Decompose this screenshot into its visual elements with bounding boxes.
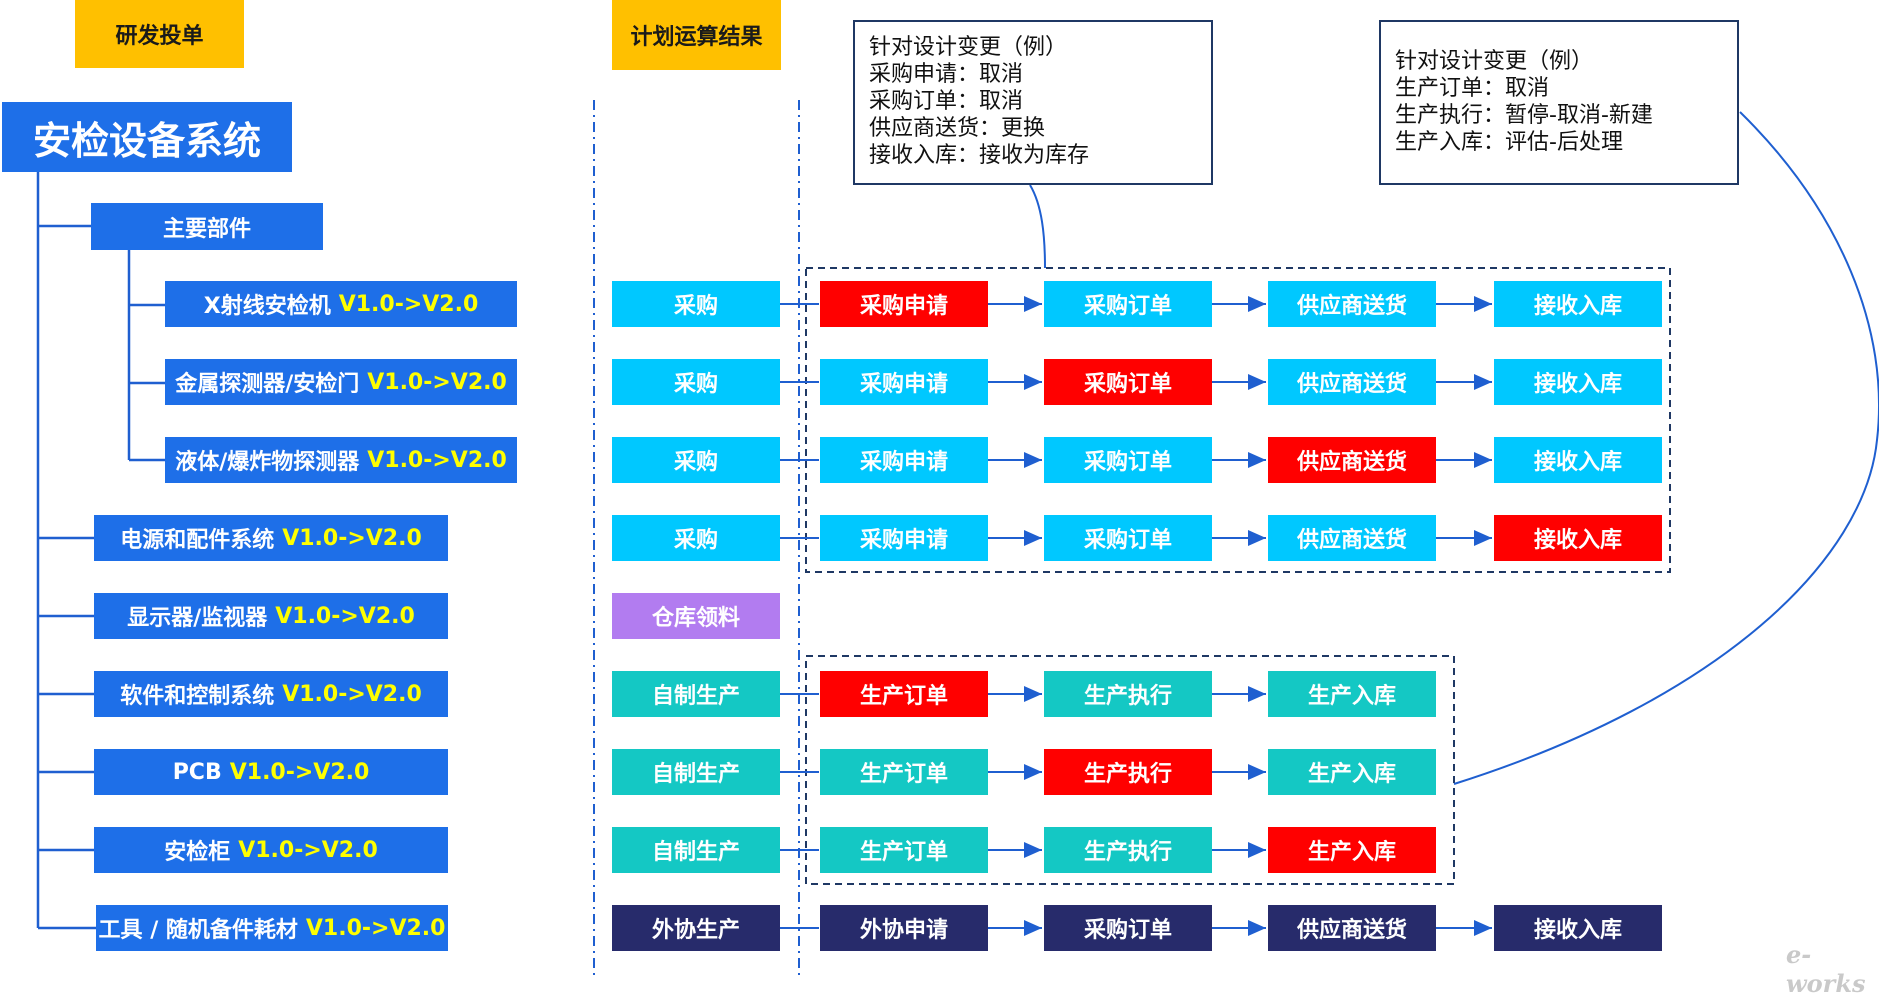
part-version: V1.0->V2.0 [338,291,479,317]
note-line: 针对设计变更（例） [869,35,1068,60]
part-version: V1.0->V2.0 [238,837,378,863]
step-production-order: 生产订单 [820,671,988,717]
system-title: 安检设备系统 [2,102,292,172]
step-purchase-order: 采购订单 [1044,281,1212,327]
step-production-storage: 生产入库 [1268,671,1436,717]
part-version: V1.0->V2.0 [229,759,370,785]
note-production-change: 针对设计变更（例） 生产订单：取消 生产执行：暂停-取消-新建 生产入库：评估-… [1379,20,1739,185]
part-box: X射线安检机 V1.0->V2.0 [165,281,517,327]
step-production-storage: 生产入库 [1268,749,1436,795]
step-supplier-delivery: 供应商送货 [1268,905,1436,951]
tree-lines [36,170,165,930]
step-receive-storage: 接收入库 [1494,437,1662,483]
note-purchase-change: 针对设计变更（例） 采购申请：取消 采购订单：取消 供应商送货：更换 接收入库：… [853,20,1213,185]
part-version: V1.0->V2.0 [282,681,422,707]
part-box: 显示器/监视器 V1.0->V2.0 [94,593,448,639]
part-version: V1.0->V2.0 [367,369,507,395]
eworks-logo: e-works [1786,940,1866,998]
part-name: 显示器/监视器 [127,606,268,631]
part-name: 工具 / 随机备件耗材 [98,918,298,943]
part-box: 安检柜 V1.0->V2.0 [94,827,448,873]
note-callouts [1029,111,1879,785]
step-production-execution: 生产执行 [1044,749,1212,795]
step-supplier-delivery: 供应商送货 [1268,437,1436,483]
step-supplier-delivery: 供应商送货 [1268,359,1436,405]
step-receive-storage: 接收入库 [1494,515,1662,561]
part-name: 安检柜 [164,840,231,865]
part-box: 液体/爆炸物探测器 V1.0->V2.0 [165,437,517,483]
main-parts-box: 主要部件 [91,203,323,250]
step-purchase-request: 采购申请 [820,359,988,405]
result-warehouse: 仓库领料 [612,593,780,639]
dashed-frames [805,267,1671,885]
flow-arrows [780,296,1492,936]
part-box: 金属探测器/安检门 V1.0->V2.0 [165,359,517,405]
plan-result-header: 计划运算结果 [612,0,781,70]
note-line: 生产执行：暂停-取消-新建 [1395,103,1653,128]
note-line: 生产订单：取消 [1395,76,1550,101]
step-supplier-delivery: 供应商送货 [1268,281,1436,327]
part-box: 软件和控制系统 V1.0->V2.0 [94,671,448,717]
note-line: 采购订单：取消 [869,89,1024,114]
note-line: 供应商送货：更换 [869,116,1046,141]
part-version: V1.0->V2.0 [367,447,507,473]
step-outsource-request: 外协申请 [820,905,988,951]
result-production: 自制生产 [612,671,780,717]
step-receive-storage: 接收入库 [1494,281,1662,327]
note-line: 采购申请：取消 [869,62,1024,87]
step-production-execution: 生产执行 [1044,827,1212,873]
result-purchase: 采购 [612,359,780,405]
result-production: 自制生产 [612,827,780,873]
note-line: 生产入库：评估-后处理 [1395,130,1623,155]
step-production-execution: 生产执行 [1044,671,1212,717]
step-production-order: 生产订单 [820,827,988,873]
step-purchase-order: 采购订单 [1044,905,1212,951]
part-name: 金属探测器/安检门 [175,372,360,397]
step-purchase-order: 采购订单 [1044,515,1212,561]
part-box: 工具 / 随机备件耗材 V1.0->V2.0 [96,905,448,951]
part-version: V1.0->V2.0 [305,915,446,941]
note-line: 接收入库：接收为库存 [869,143,1090,168]
step-production-order: 生产订单 [820,749,988,795]
part-version: V1.0->V2.0 [275,603,415,629]
part-name: PCB [172,759,222,785]
step-receive-storage: 接收入库 [1494,905,1662,951]
result-production: 自制生产 [612,749,780,795]
part-name: 软件和控制系统 [120,684,275,709]
part-version: V1.0->V2.0 [282,525,422,551]
note-line: 针对设计变更（例） [1395,49,1594,74]
step-receive-storage: 接收入库 [1494,359,1662,405]
step-purchase-request: 采购申请 [820,437,988,483]
part-box: PCB V1.0->V2.0 [94,749,448,795]
result-purchase: 采购 [612,281,780,327]
part-name: 电源和配件系统 [120,528,275,553]
rd-header: 研发投单 [75,0,244,68]
step-purchase-order: 采购订单 [1044,359,1212,405]
result-purchase: 采购 [612,437,780,483]
result-purchase: 采购 [612,515,780,561]
result-outsource: 外协生产 [612,905,780,951]
part-name: X射线安检机 [203,294,331,319]
step-purchase-request: 采购申请 [820,515,988,561]
step-production-storage: 生产入库 [1268,827,1436,873]
part-name: 液体/爆炸物探测器 [175,450,360,475]
part-box: 电源和配件系统 V1.0->V2.0 [94,515,448,561]
separators [593,100,800,979]
step-purchase-order: 采购订单 [1044,437,1212,483]
step-purchase-request: 采购申请 [820,281,988,327]
step-supplier-delivery: 供应商送货 [1268,515,1436,561]
